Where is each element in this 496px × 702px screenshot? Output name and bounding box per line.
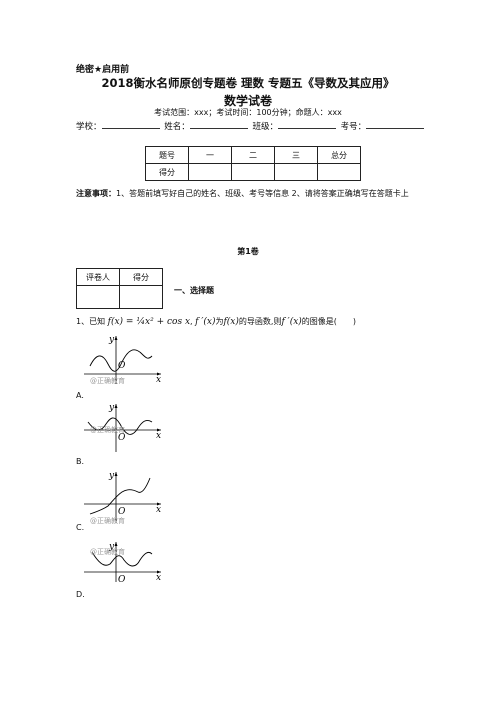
id-label: 考号： [340, 122, 367, 132]
school-label: 学校： [76, 122, 102, 132]
class-label: 班级： [252, 122, 278, 132]
exam-info: 考试范围：xxx；考试时间：100分钟；命题人：xxx [154, 108, 342, 117]
score-cell[interactable] [317, 163, 361, 181]
option-b-label[interactable]: B. [76, 457, 85, 466]
y-axis-arrow [114, 472, 118, 476]
x-axis-arrow [157, 372, 161, 376]
y-label: y [108, 403, 115, 413]
volume-title: 第1卷 [237, 247, 259, 256]
option-c-graph[interactable]: y x O @正确教育 [76, 468, 166, 526]
origin-label: O [118, 361, 126, 371]
curve [87, 417, 153, 435]
y-axis-arrow [114, 542, 118, 546]
y-axis-arrow [114, 336, 118, 340]
question-prefix: 1、已知 [76, 317, 106, 326]
question-comma: , [190, 317, 193, 326]
student-info-line: 学校： 姓名： 班级： 考号： [76, 120, 426, 132]
y-axis-arrow [114, 404, 118, 408]
score-table: 题号 一 二 三 总分 得分 [145, 146, 361, 181]
notice-label: 注意事项： [76, 189, 116, 198]
question-derivative-2: f ′(x) [281, 317, 302, 327]
question-mid2: 的导函数,则 [238, 317, 282, 326]
option-d-graph[interactable]: y x O @正确教育 [76, 540, 166, 585]
score-cell[interactable] [274, 163, 318, 181]
score-cell[interactable] [231, 163, 275, 181]
y-label: y [108, 542, 115, 552]
option-c-label[interactable]: C. [76, 523, 85, 532]
question-derivative: f ′(x) [195, 317, 216, 327]
option-d-label[interactable]: D. [76, 590, 85, 599]
score-table-score-row: 得分 [145, 163, 361, 181]
score-header-cell: 三 [274, 146, 318, 164]
score-header-cell: 一 [188, 146, 232, 164]
question-suffix: 的图像是( ) [301, 317, 357, 326]
question-mid: 为 [215, 317, 224, 326]
x-axis-arrow [157, 428, 161, 432]
school-blank[interactable] [101, 120, 160, 129]
notice: 注意事项：1、答题前填写好自己的姓名、班级、考号等信息 2、请将答案正确填写在答… [76, 188, 424, 199]
grader-table: 评卷人 得分 [76, 268, 163, 309]
origin-label: O [118, 507, 126, 517]
question-formula: f(x) = ¼x² + cos x [107, 317, 191, 327]
curve [91, 551, 153, 567]
score-cell[interactable] [188, 163, 232, 181]
grader-header-row: 评卷人 得分 [76, 268, 163, 286]
x-label: x [156, 375, 161, 385]
option-a-label[interactable]: A. [76, 391, 84, 400]
origin-label: O [118, 575, 126, 585]
page-title: 2018衡水名师原创专题卷 理数 专题五《导数及其应用》 [101, 76, 395, 90]
option-b-graph[interactable]: y x O @正确教育 [76, 400, 166, 455]
secret-label: 绝密★启用前 [76, 65, 130, 75]
watermark: @正确教育 [90, 425, 125, 434]
question-fx: f(x) [223, 317, 239, 327]
page-subtitle: 数学试卷 [223, 94, 272, 108]
option-a-graph[interactable]: y x O @正确教育 [76, 332, 166, 387]
section-title: 一、选择题 [174, 286, 214, 295]
watermark: @正确教育 [90, 376, 125, 385]
curve [89, 349, 153, 372]
id-blank[interactable] [366, 120, 425, 129]
curve [89, 477, 151, 515]
x-label: x [156, 505, 161, 515]
x-label: x [156, 431, 161, 441]
watermark: @正确教育 [90, 547, 125, 556]
x-label: x [156, 573, 161, 583]
y-label: y [108, 471, 115, 481]
x-axis-arrow [157, 502, 161, 506]
score-row-label: 得分 [145, 163, 189, 181]
x-axis-arrow [157, 570, 161, 574]
watermark: @正确教育 [90, 516, 125, 525]
name-label: 姓名： [164, 122, 190, 132]
score-header-cell: 题号 [145, 146, 189, 164]
grader-cell[interactable] [76, 285, 120, 309]
score-header-cell: 二 [231, 146, 275, 164]
notice-text: 1、答题前填写好自己的姓名、班级、考号等信息 2、请将答案正确填写在答题卡上 [116, 189, 409, 198]
y-label: y [108, 335, 115, 345]
grader-header-cell: 评卷人 [76, 268, 120, 286]
name-blank[interactable] [189, 120, 248, 129]
question-1: 1、已知 f(x) = ¼x² + cos x, f ′(x)为f(x)的导函数… [76, 316, 356, 327]
origin-label: O [118, 433, 126, 443]
grader-cell[interactable] [119, 285, 163, 309]
grader-body-row [76, 285, 163, 309]
class-blank[interactable] [277, 120, 336, 129]
score-table-header-row: 题号 一 二 三 总分 [145, 146, 361, 164]
score-header-cell: 总分 [317, 146, 361, 164]
grader-header-cell: 得分 [119, 268, 163, 286]
